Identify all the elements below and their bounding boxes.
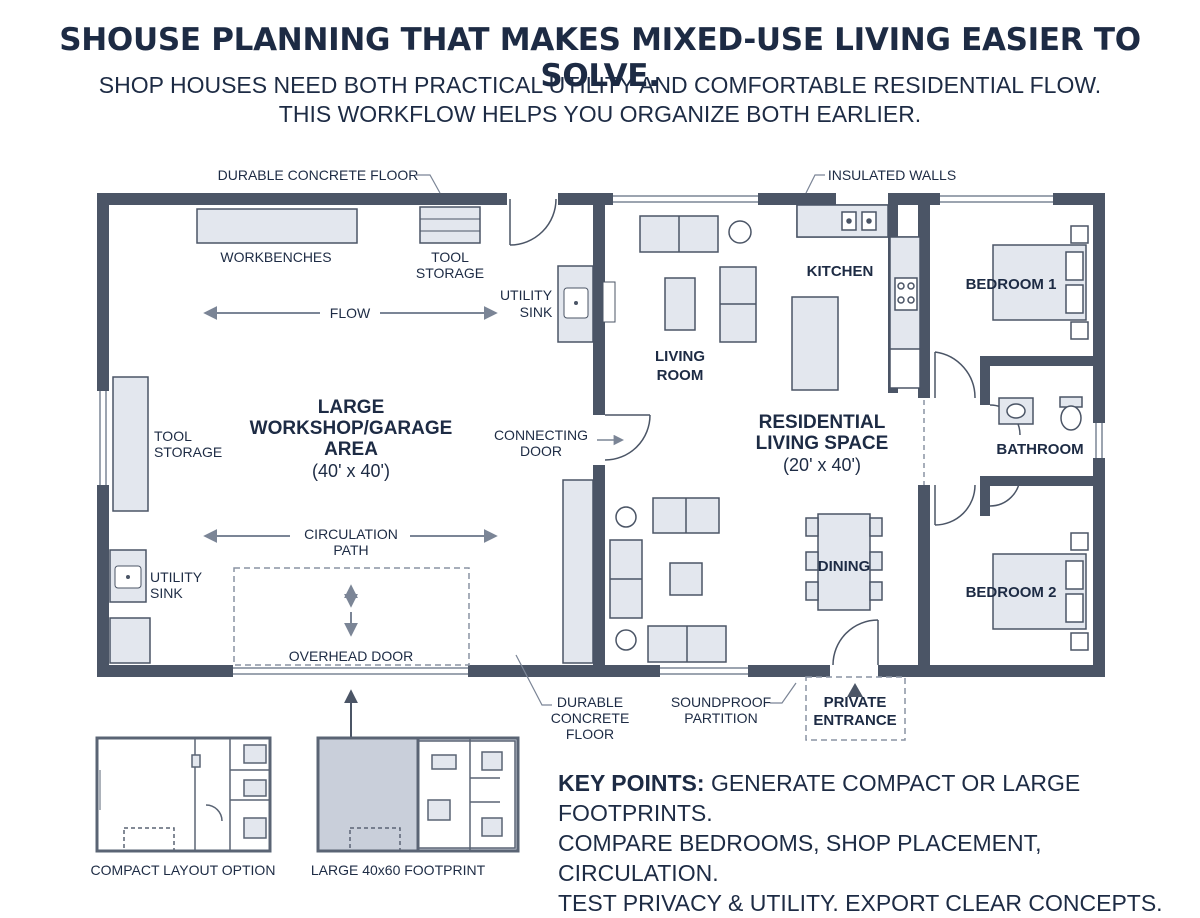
living-room-label-1: LIVING: [655, 348, 705, 365]
overhead-door-zone: [233, 567, 470, 666]
connecting-door-label-1: CONNECTING: [494, 427, 588, 443]
subtitle-line-1: SHOP HOUSES NEED BOTH PRACTICAL UTILITY …: [98, 72, 1102, 98]
bed-2: [992, 532, 1089, 651]
callout-insulated-walls: INSULATED WALLS: [828, 167, 956, 183]
bed-1: [992, 225, 1089, 340]
utility-sink-left-label-1: UTILITY: [150, 569, 203, 585]
connecting-door-label-2: DOOR: [520, 443, 562, 459]
compact-layout-caption: COMPACT LAYOUT OPTION: [91, 862, 276, 878]
tool-storage-top-label-1: TOOL: [431, 249, 469, 265]
callout-leader-walls: [805, 174, 825, 194]
workshop-label-3: AREA: [324, 439, 378, 460]
windows: [99, 195, 1103, 675]
living-room-furniture: [639, 215, 757, 343]
soundproof-label-1: SOUNDPROOF: [671, 694, 771, 710]
tool-storage-left-label-1: TOOL: [154, 428, 192, 444]
key-points-heading: KEY POINTS:: [558, 770, 705, 796]
callout-concrete-floor-top: DURABLE CONCRETE FLOOR: [218, 167, 419, 183]
key-point-3: TEST PRIVACY & UTILITY. EXPORT CLEAR CON…: [558, 890, 1163, 916]
callout-floor-bottom-3: FLOOR: [566, 726, 614, 742]
tool-storage-top-label-2: STORAGE: [416, 265, 484, 281]
bedroom-door-2: [934, 484, 976, 526]
tool-storage-left-label-2: STORAGE: [154, 444, 222, 460]
key-point-1: GENERATE COMPACT OR LARGE FOOTPRINTS.: [558, 770, 1081, 826]
private-entrance-arrow: [847, 683, 863, 697]
entry-door-top: [509, 198, 557, 246]
private-entrance-label-1: PRIVATE: [824, 694, 887, 711]
key-points-panel: KEY POINTS: GENERATE COMPACT OR LARGE FO…: [558, 768, 1178, 918]
compact-layout-thumbnail: [95, 736, 272, 853]
kitchen-label: KITCHEN: [807, 263, 874, 280]
circulation-label-2: PATH: [333, 542, 368, 558]
subtitle-line-2: THIS WORKFLOW HELPS YOU ORGANIZE BOTH EA…: [278, 101, 922, 127]
circulation-label-1: CIRCULATION: [304, 526, 398, 542]
utility-sink-top: [557, 265, 616, 343]
private-entrance-door: [832, 619, 879, 666]
bedroom2-label: BEDROOM 2: [966, 584, 1057, 601]
workshop-size: (40' x 40'): [312, 461, 390, 481]
utility-sink-top-label-2: SINK: [520, 304, 553, 320]
kitchen-counters: [791, 204, 921, 391]
soundproof-label-2: PARTITION: [684, 710, 757, 726]
callout-floor-bottom-2: CONCRETE: [551, 710, 630, 726]
utility-sink-left-label-2: SINK: [150, 585, 183, 601]
callout-leader-soundproof: [770, 682, 797, 704]
bedroom-door-1: [934, 351, 976, 399]
dining-label: DINING: [818, 558, 871, 575]
living-room-label-2: ROOM: [657, 367, 704, 384]
callout-floor-bottom-1: DURABLE: [557, 694, 623, 710]
residential-size: (20' x 40'): [783, 455, 861, 475]
workshop-label-1: LARGE: [318, 397, 385, 418]
interior-walls: [593, 193, 1105, 677]
storage-shelf: [562, 479, 594, 664]
exterior-walls: [97, 193, 1105, 677]
private-entrance-zone: [805, 676, 906, 741]
large-footprint-caption: LARGE 40x60 FOOTPRINT: [311, 862, 486, 878]
bathroom-fixtures: [998, 396, 1083, 431]
dining-table: [805, 513, 883, 611]
callout-leader-floor-bottom: [515, 654, 552, 706]
page-title: SHOUSE PLANNING THAT MAKES MIXED-USE LIV…: [59, 22, 1141, 94]
overhead-door-label: OVERHEAD DOOR: [289, 648, 413, 664]
utility-sink-left: [109, 549, 151, 664]
residential-label-2: LIVING SPACE: [756, 433, 889, 454]
key-points-line-1: KEY POINTS: GENERATE COMPACT OR LARGE FO…: [558, 768, 1178, 828]
key-point-2: COMPARE BEDROOMS, SHOP PLACEMENT, CIRCUL…: [558, 830, 1042, 886]
workbenches-label: WORKBENCHES: [220, 249, 331, 265]
private-entrance-label-2: ENTRANCE: [813, 712, 896, 729]
workbench: [196, 208, 358, 244]
tool-storage-wall-cabinet: [112, 376, 149, 512]
connecting-door: [604, 414, 651, 461]
bedroom1-label: BEDROOM 1: [966, 276, 1057, 293]
lounge-furniture: [609, 497, 727, 663]
tool-storage-cabinet-top: [419, 206, 481, 244]
callout-leader-floor-top: [415, 174, 441, 194]
bathroom-label: BATHROOM: [996, 441, 1083, 458]
residential-label-1: RESIDENTIAL: [759, 412, 886, 433]
utility-sink-top-label-1: UTILITY: [500, 287, 553, 303]
large-footprint-thumbnail: [316, 736, 520, 853]
workshop-label-2: WORKSHOP/GARAGE: [250, 418, 453, 439]
flow-label: FLOW: [330, 305, 371, 321]
